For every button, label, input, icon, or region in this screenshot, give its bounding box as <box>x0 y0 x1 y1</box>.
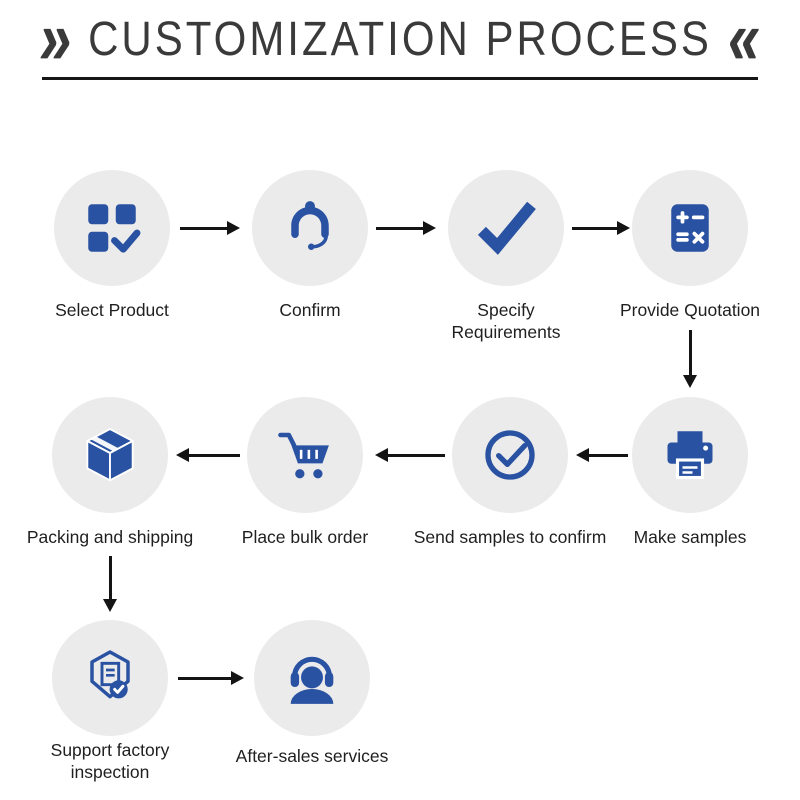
arrow-select-to-confirm <box>180 221 240 235</box>
step-circle-confirm <box>252 170 368 286</box>
step-label-after-sales: After-sales services <box>235 746 389 766</box>
title-left-chevrons: » <box>35 0 77 81</box>
step-circle-factory-inspection <box>52 620 168 736</box>
step-circle-packing-shipping <box>52 397 168 513</box>
step-label-provide-quotation: Provide Quotation <box>619 300 761 320</box>
arrow-confirm-to-requirements <box>376 221 436 235</box>
step-label-packing-shipping: Packing and shipping <box>26 527 194 547</box>
step-circle-place-bulk-order <box>247 397 363 513</box>
product-grid-check-icon <box>88 204 141 253</box>
step-circle-after-sales <box>254 620 370 736</box>
arrow-requirements-to-quotation <box>572 221 630 235</box>
step-label-select-product: Select Product <box>55 300 169 320</box>
package-box-icon <box>86 428 134 482</box>
circle-check-icon <box>485 430 535 480</box>
page-title: CUSTOMIZATION PROCESS <box>88 11 712 66</box>
shopping-cart-icon <box>278 432 329 479</box>
arrow-inspection-to-after-sales <box>178 671 244 685</box>
calculator-icon <box>671 204 709 252</box>
printer-icon <box>667 431 713 480</box>
headset-support-icon <box>290 656 334 704</box>
arrow-samples-to-confirm-samples <box>576 448 628 462</box>
arrow-packing-to-inspection <box>103 556 117 612</box>
step-circle-select-product <box>54 170 170 286</box>
step-label-send-samples: Send samples to confirm <box>413 527 607 547</box>
step-circle-make-samples <box>632 397 748 513</box>
step-circle-provide-quotation <box>632 170 748 286</box>
step-label-make-samples: Make samples <box>633 527 747 547</box>
step-circle-send-samples <box>452 397 568 513</box>
page-title-row: » CUSTOMIZATION PROCESS « <box>0 0 800 81</box>
step-label-specify-requirements: Specify Requirements <box>451 300 561 342</box>
checkmark-icon <box>477 201 536 255</box>
factory-inspection-icon <box>90 650 130 699</box>
title-underline <box>42 77 758 80</box>
step-label-place-bulk-order: Place bulk order <box>241 527 369 547</box>
arrow-confirm-samples-to-bulk-order <box>375 448 445 462</box>
step-label-confirm: Confirm <box>279 300 341 320</box>
customer-service-icon <box>291 201 329 250</box>
arrow-bulk-order-to-packing <box>176 448 240 462</box>
step-label-factory-inspection: Support factory inspection <box>50 740 170 782</box>
step-circle-specify-requirements <box>448 170 564 286</box>
title-right-chevrons: « <box>723 0 765 81</box>
arrow-quotation-to-samples <box>683 330 697 388</box>
